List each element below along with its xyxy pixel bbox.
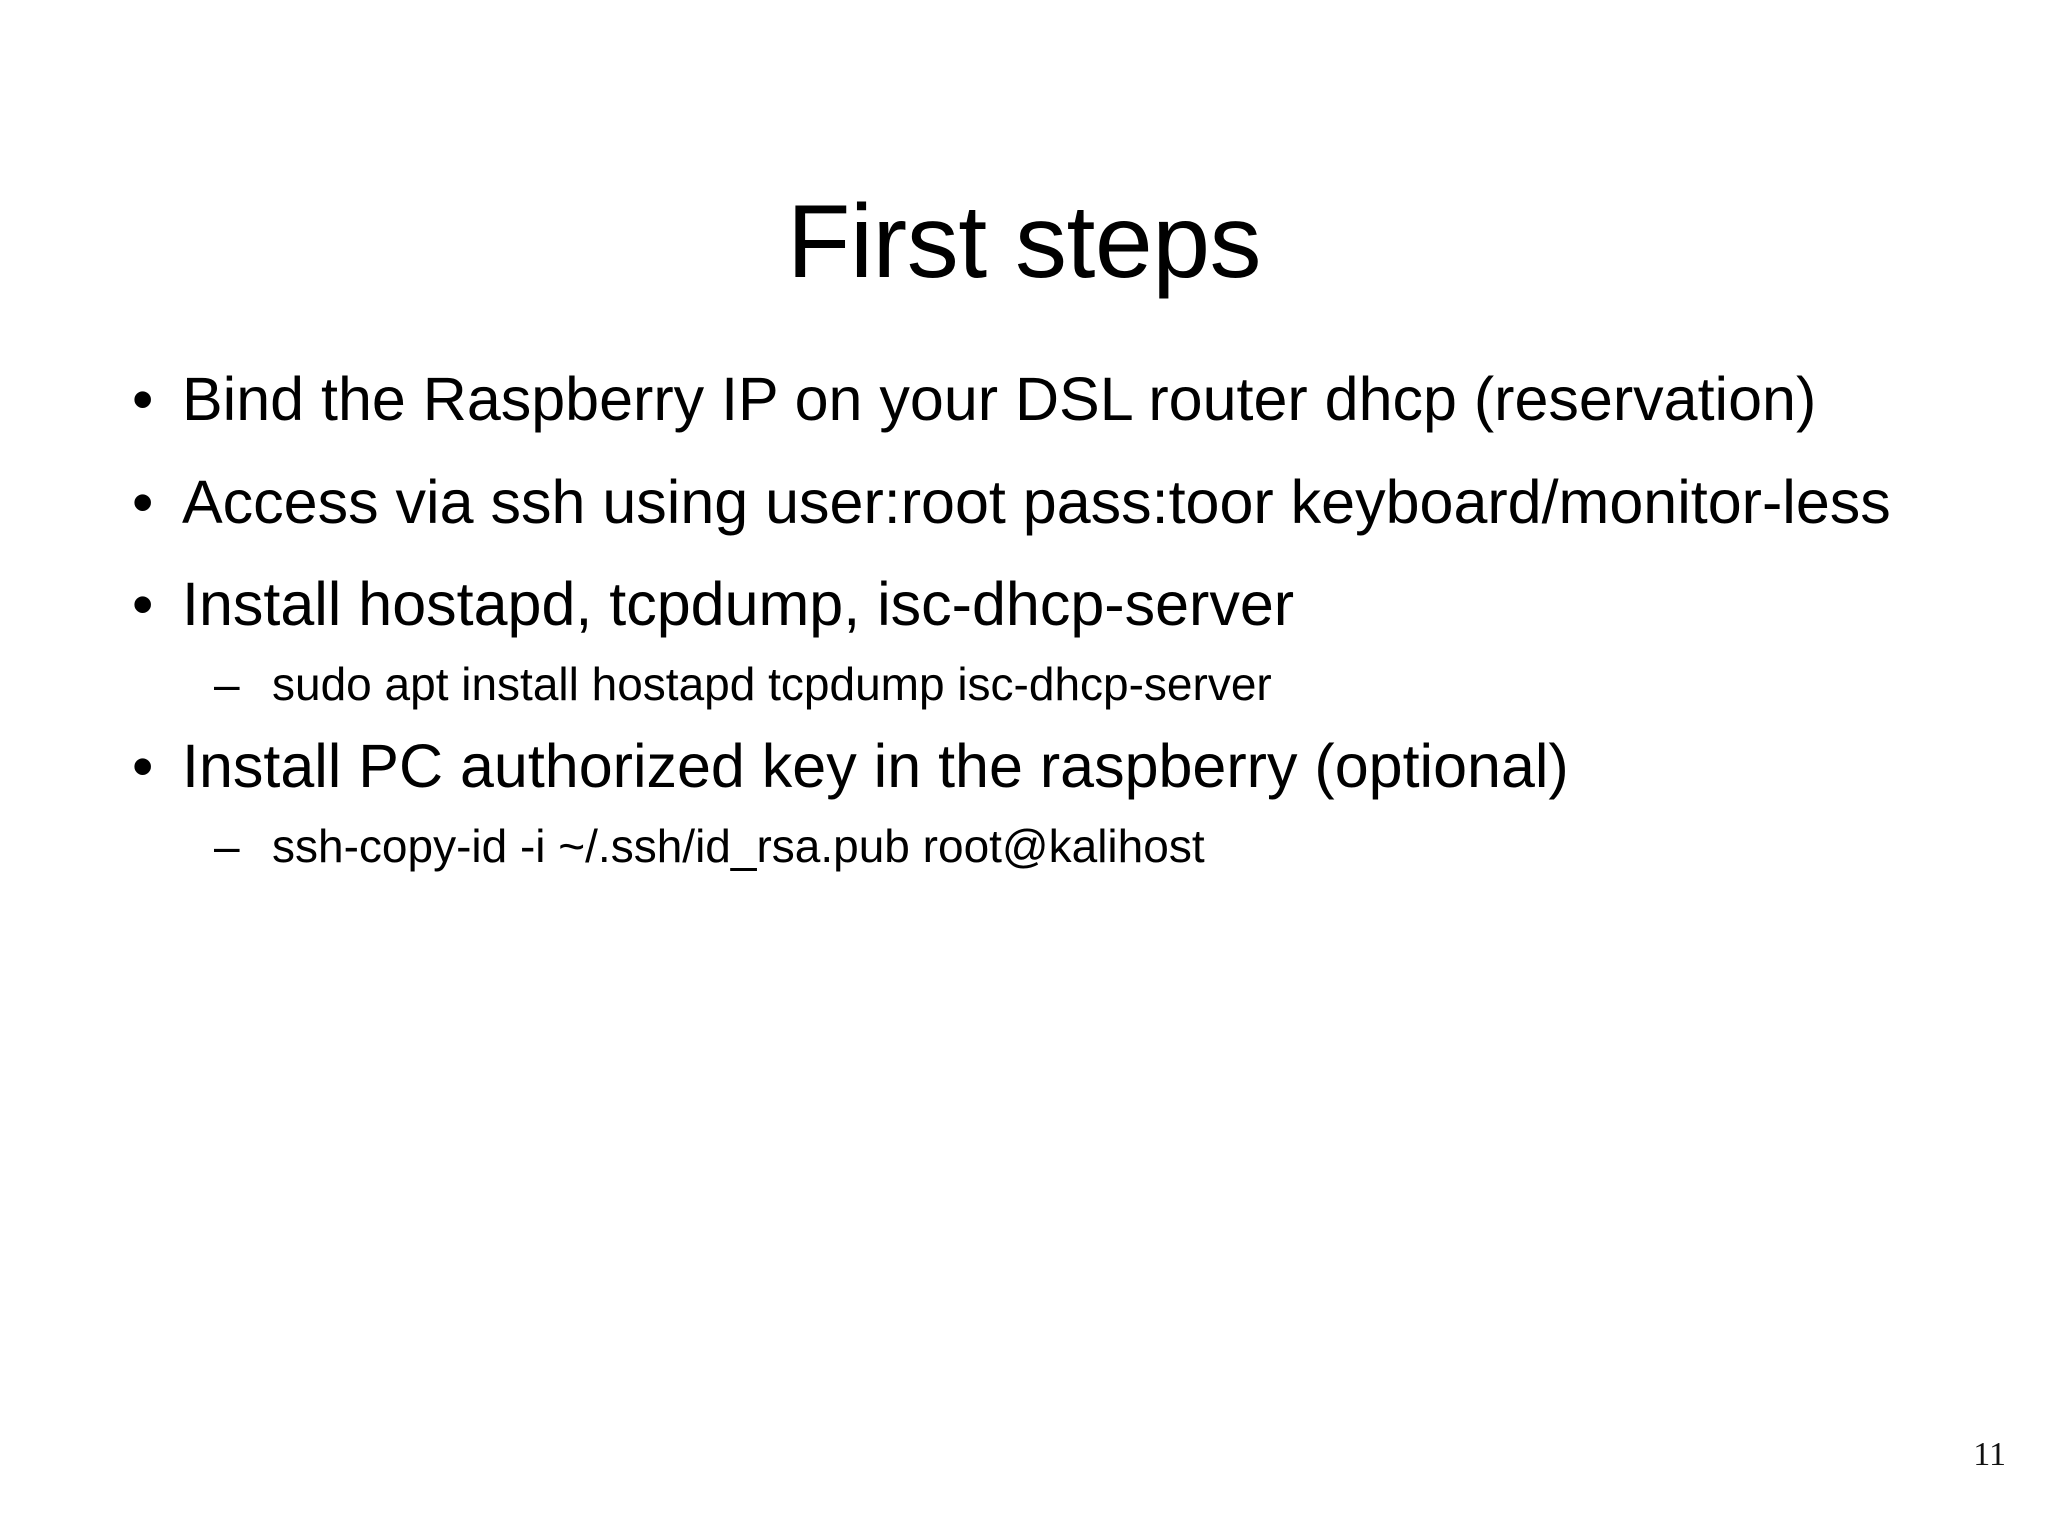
bullet-dot-icon: •	[132, 570, 154, 639]
bullet-dot-icon: •	[132, 731, 154, 800]
list-item: • Access via ssh using user:root pass:to…	[118, 466, 1948, 539]
list-item-label: Bind the Raspberry IP on your DSL router…	[182, 365, 1817, 433]
list-item-label: Access via ssh using user:root pass:toor…	[182, 467, 1891, 536]
page-title: First steps	[786, 183, 1262, 300]
list-item: • Install hostapd, tcpdump, isc-dhcp-ser…	[118, 568, 1948, 641]
sub-list-item: – ssh-copy-id -i ~/.ssh/id_rsa.pub root@…	[118, 819, 1948, 874]
page-number: 11	[1973, 1436, 2006, 1473]
slide-body-content: • Bind the Raspberry IP on your DSL rout…	[118, 363, 1948, 892]
sub-list-item-label: sudo apt install hostapd tcpdump isc-dhc…	[272, 657, 1272, 710]
list-item-label: Install PC authorized key in the raspber…	[182, 731, 1569, 800]
sub-list-item-label: ssh-copy-id -i ~/.ssh/id_rsa.pub root@ka…	[272, 819, 1205, 872]
bullet-dash-icon: –	[214, 657, 240, 710]
list-item: • Install PC authorized key in the raspb…	[118, 730, 1948, 803]
sub-list-item: – sudo apt install hostapd tcpdump isc-d…	[118, 657, 1948, 712]
list-item: • Bind the Raspberry IP on your DSL rout…	[118, 363, 1948, 436]
bullet-dot-icon: •	[132, 365, 154, 433]
bullet-dash-icon: –	[214, 819, 240, 872]
bullet-dot-icon: •	[132, 467, 154, 536]
list-item-label: Install hostapd, tcpdump, isc-dhcp-serve…	[182, 570, 1295, 639]
